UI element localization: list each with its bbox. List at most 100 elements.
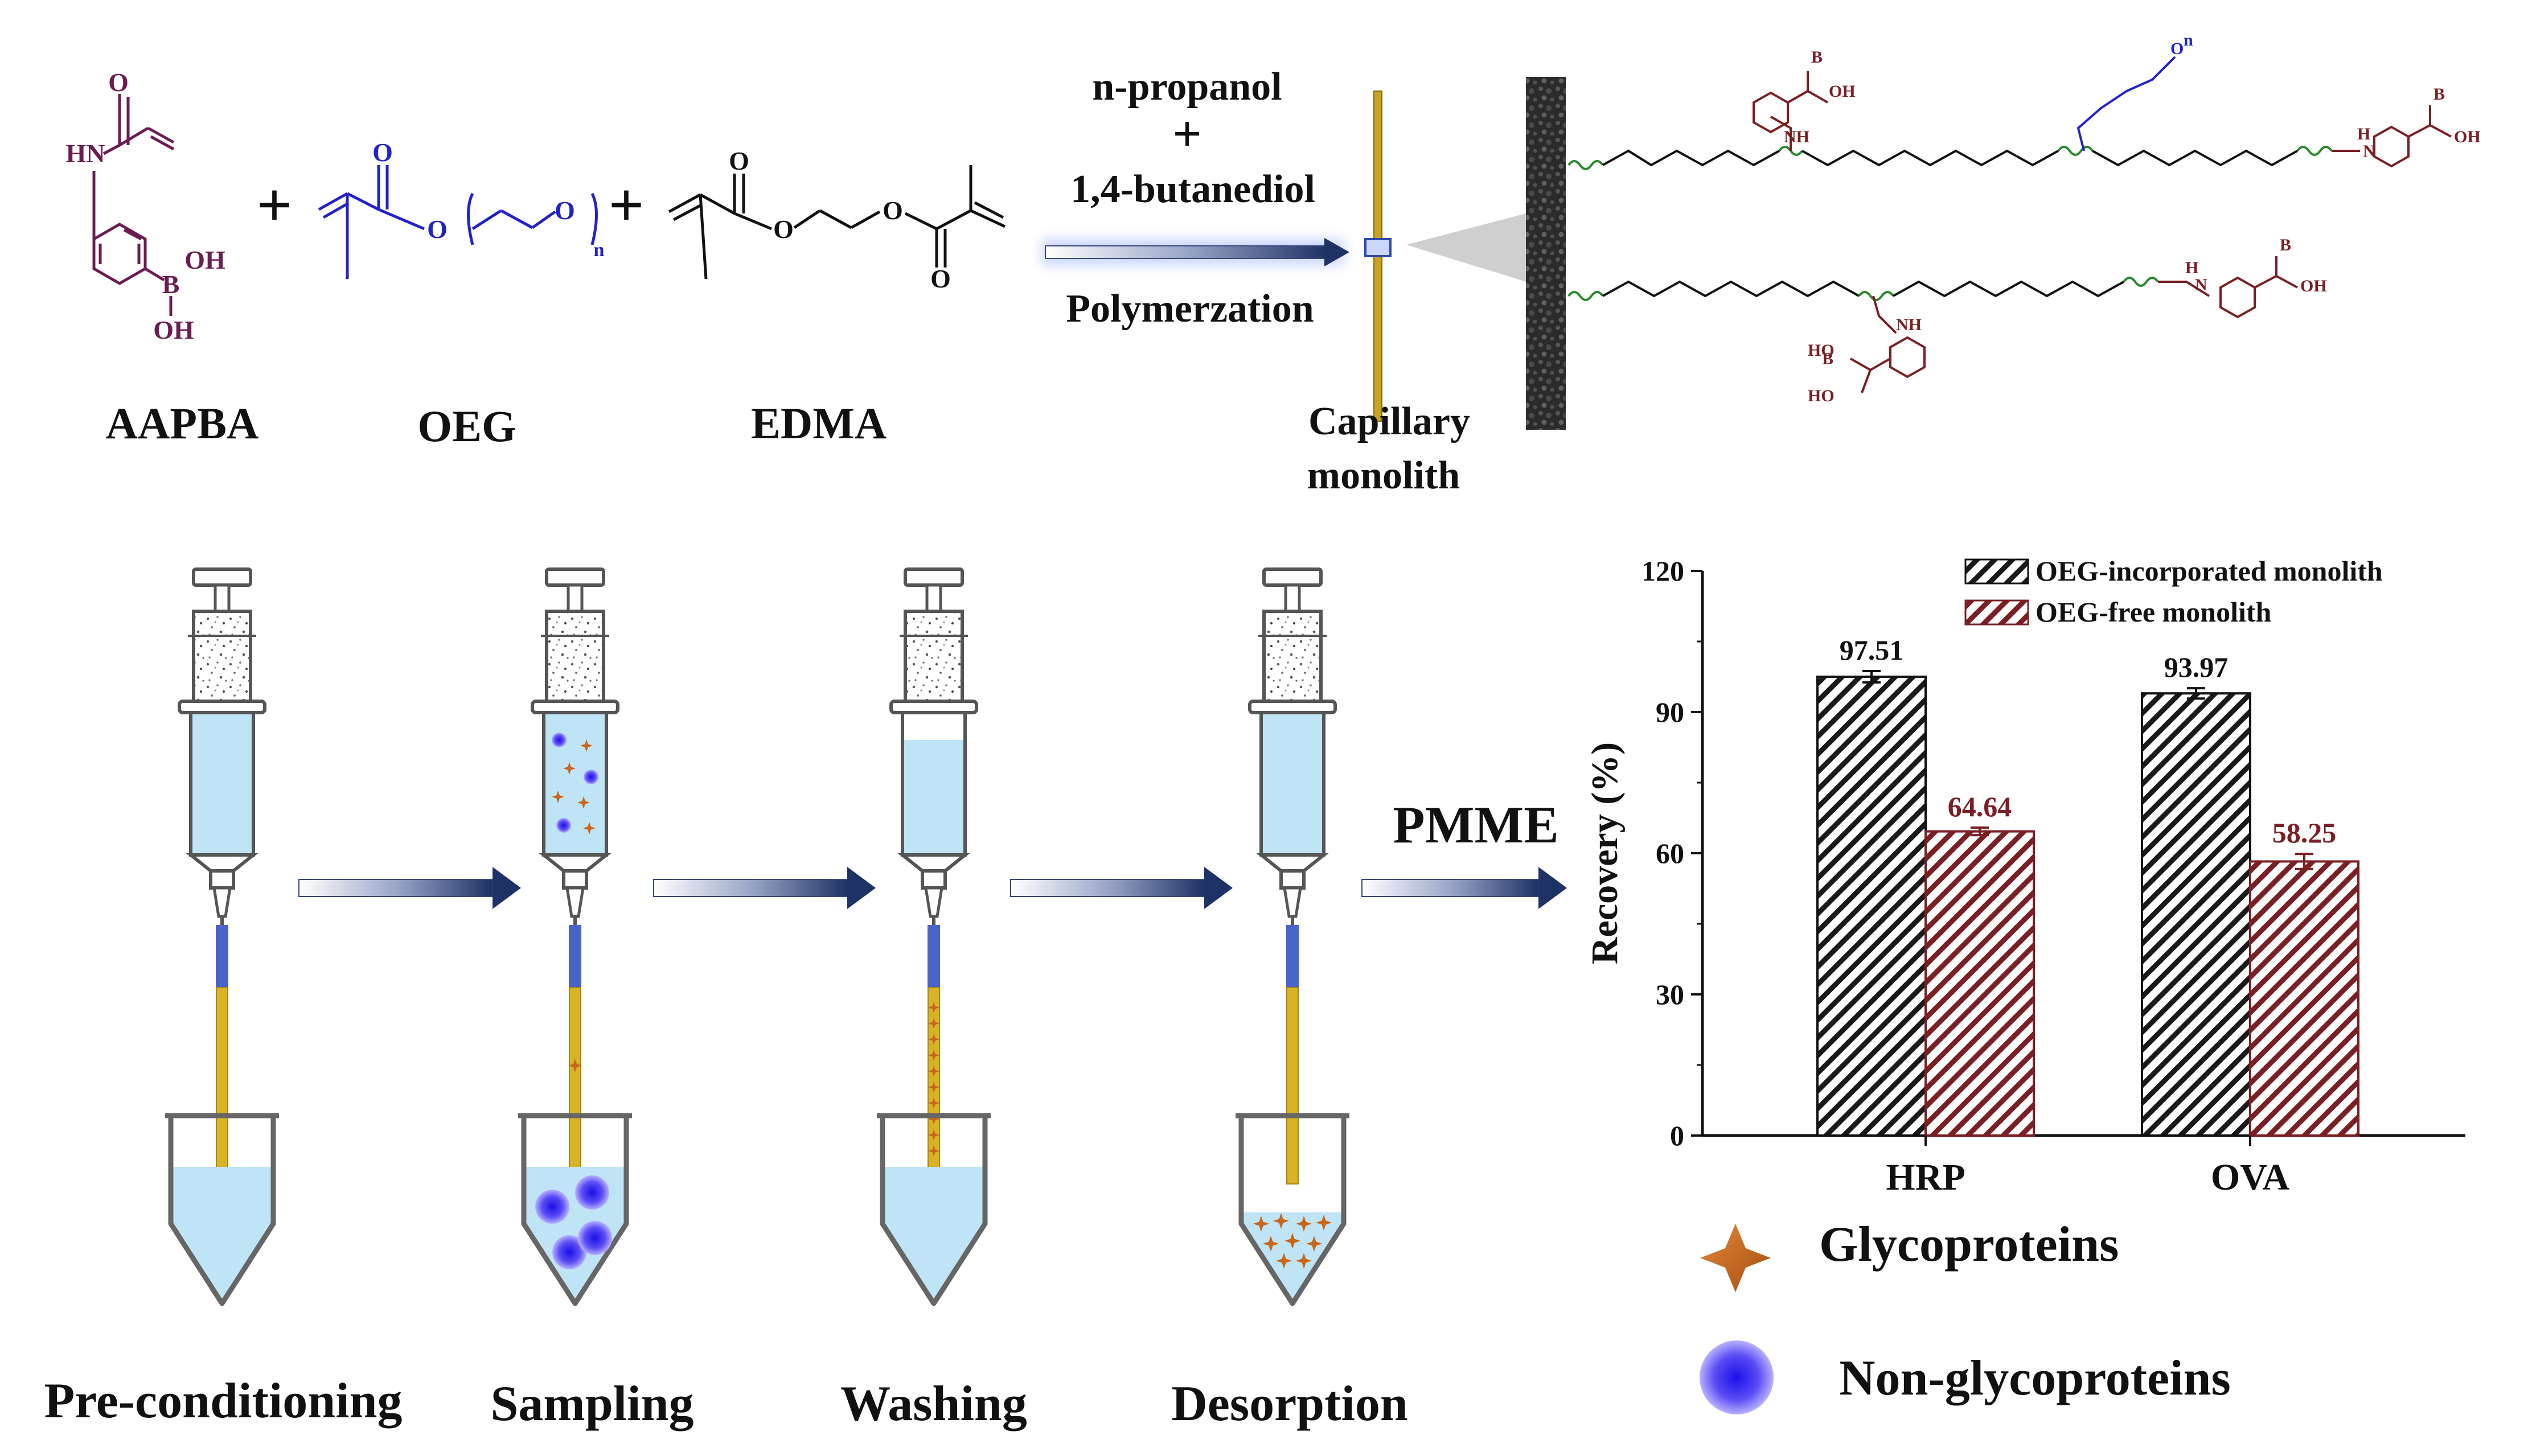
aapba-boron: B [162, 270, 180, 299]
collection-vial [880, 1116, 988, 1306]
syringe-grip [1258, 635, 1327, 637]
bar-value-label: 64.64 [1948, 791, 2012, 822]
polymer-ho-1: HO [1808, 341, 1835, 360]
pmme-step-3 [877, 567, 991, 1306]
pmme-label: PMME [1393, 796, 1558, 854]
syringe-luer [1279, 869, 1306, 890]
polymer-nh-2: NH [1896, 315, 1922, 334]
collection-vial [168, 1116, 276, 1306]
syringe-plunger-cap [904, 567, 964, 587]
polymer-ho-2: HO [1808, 386, 1835, 405]
nonglycoprotein-particle [552, 733, 567, 747]
chart-x-tick-label: OVA [2211, 1157, 2289, 1198]
capillary-monolith [1286, 987, 1299, 1184]
bar-value-label: 97.51 [1840, 634, 1904, 666]
polymer-oh-3: OH [2300, 277, 2327, 295]
syringe-plunger-cap [192, 567, 252, 587]
polymer-h-1: H [2357, 125, 2370, 143]
step-arrow [653, 879, 848, 897]
chart-y-tick-label: 0 [1670, 1120, 1684, 1151]
polymer-boron-1: B [1811, 48, 1823, 67]
pmme-step-2 [518, 567, 632, 1306]
aapba-structure [92, 94, 175, 316]
recovery-bar-chart: Recovery (%) OEG-incorporated monolith O… [1584, 555, 2465, 1198]
syringe-needle-hub [924, 886, 943, 918]
oeg-ether-o: O [555, 196, 575, 225]
syringe-wash-liquid [904, 740, 963, 854]
chart-legend-swatch-oeg [1964, 558, 2029, 585]
step-arrow [298, 879, 493, 897]
capillary-connector [216, 925, 228, 988]
polymer-oh-1: OH [1829, 82, 1856, 101]
syringe-luer [209, 869, 235, 890]
monomer-label-edma: EDMA [751, 398, 887, 448]
syringe-plunger-rod [567, 583, 584, 613]
polymer-network [1567, 56, 2452, 393]
pmme-steps [165, 567, 1567, 1306]
capillary-monolith [928, 987, 940, 1173]
syringe-grip [188, 635, 256, 637]
step-arrow-head [1538, 867, 1567, 909]
syringe-tip [1256, 853, 1329, 873]
syringe-plunger-cap [545, 567, 605, 587]
step-arrow [1361, 879, 1539, 897]
syringe-plunger-rod [1284, 583, 1301, 613]
capillary-connector [569, 925, 581, 988]
step-label-preconditioning: Pre-conditioning [44, 1373, 402, 1429]
nonglycoprotein-particle [535, 1190, 569, 1224]
capillary-monolith [569, 987, 581, 1173]
nonglycoprotein-particle [575, 1175, 609, 1210]
collection-vial [1238, 1116, 1347, 1306]
syringe-needle-hub [565, 886, 585, 918]
chart-legend-label-free: OEG-free monolith [2036, 596, 2271, 628]
chart-y-tick-label: 90 [1656, 696, 1684, 728]
bar-value-label: 93.97 [2164, 651, 2229, 683]
chart-y-axis-label: Recovery (%) [1584, 742, 1626, 964]
pmme-step-4 [1236, 567, 1349, 1306]
polymerization-arrow [1045, 245, 1327, 259]
condition-process: Polymerzation [1066, 287, 1314, 331]
edma-carbonyl-o-1: O [729, 146, 749, 175]
edma-ester-o-1: O [773, 215, 794, 244]
capillary-connector [928, 925, 940, 988]
syringe-plunger-body [904, 610, 964, 713]
monomer-label-aapba: AAPBA [106, 398, 259, 448]
polymer-oeg-o: O [2170, 39, 2184, 58]
aapba-hn: HN [66, 139, 105, 168]
pmme-step-1 [165, 567, 279, 1306]
polymer-n-1: N [2363, 142, 2375, 161]
capillary-label-line1: Capillary [1308, 400, 1470, 443]
chart-y-tick-label: 60 [1656, 837, 1684, 869]
edma-structure [668, 165, 1006, 279]
chart-legend-swatch-free [1964, 599, 2029, 626]
syringe-plunger-body [192, 610, 252, 713]
polymer-oh-2: OH [2454, 127, 2481, 146]
collection-vial [521, 1116, 629, 1306]
syringe-needle [932, 916, 935, 928]
monolith-sem-image [1526, 77, 1566, 430]
nonglycoprotein-particle [578, 1221, 612, 1255]
syringe-needle [220, 916, 224, 928]
syringe-plunger-rod [925, 583, 942, 613]
capillary-connector [1286, 925, 1299, 988]
polymer-boron-3: B [2280, 236, 2291, 254]
polymer-boron-2: B [2433, 85, 2445, 104]
zoom-cone [1406, 213, 1526, 282]
chart-y-tick-label: 30 [1656, 978, 1684, 1010]
edma-carbonyl-o-2: O [930, 264, 951, 293]
polymerization-arrow-head [1324, 238, 1349, 266]
syringe-needle-hub [212, 886, 232, 918]
capillary-label-line2: monolith [1307, 454, 1460, 497]
step-label-washing: Washing [840, 1376, 1027, 1432]
polymer-oeg-n: n [2184, 31, 2193, 50]
syringe-tip [539, 853, 612, 873]
syringe-grip [900, 635, 968, 637]
polymer-boron-4: B [1822, 349, 1833, 368]
syringe-plunger-body [1262, 610, 1323, 713]
syringe-barrel [1259, 711, 1325, 857]
condition-solvent-2: 1,4-butanediol [1070, 167, 1315, 211]
polymer-h-2: H [2185, 258, 2198, 277]
capillary-zoom-box [1364, 238, 1392, 257]
bar-ova-series-2 [2249, 860, 2359, 1137]
